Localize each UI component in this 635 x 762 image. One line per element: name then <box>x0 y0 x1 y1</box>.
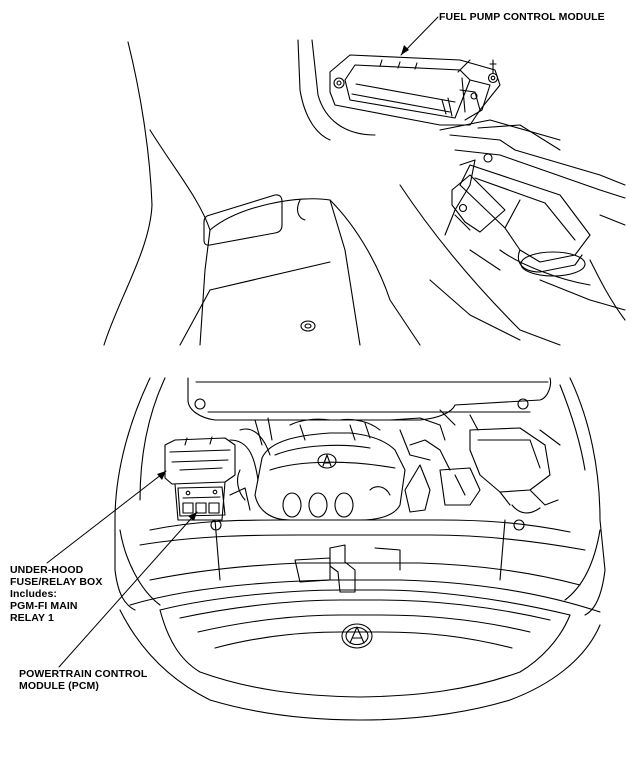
label-fuel-pump-control-module: FUEL PUMP CONTROL MODULE <box>439 11 605 23</box>
label-uhfrb-line1: UNDER-HOOD <box>10 564 84 576</box>
engine-bay-details <box>229 409 561 514</box>
leader-line-pcm <box>58 511 198 668</box>
engine-cover <box>254 432 406 521</box>
label-uhfrb-line3: Includes: <box>10 588 57 600</box>
fuel-pump-control-module <box>329 54 501 126</box>
label-uhfrb-line2: FUSE/RELAY BOX <box>10 576 103 588</box>
leader-arrow-pcm <box>188 512 197 521</box>
label-uhfrb-line5: RELAY 1 <box>10 612 54 624</box>
leader-arrow-uhfrb <box>157 471 166 480</box>
powertrain-control-module <box>177 486 226 517</box>
acura-emblem <box>341 623 373 649</box>
label-fpcm-text: FUEL PUMP CONTROL MODULE <box>439 11 605 23</box>
label-pcm-line2: MODULE (PCM) <box>19 680 99 692</box>
top-view-underbody <box>103 39 626 346</box>
label-pcm-line1: POWERTRAIN CONTROL <box>19 668 148 680</box>
label-under-hood-fuse-relay-box: UNDER-HOOD FUSE/RELAY BOX Includes: PGM-… <box>10 564 102 624</box>
label-uhfrb-line4: PGM-FI MAIN <box>10 600 78 612</box>
engine-bay-view <box>114 377 606 721</box>
leader-line-uhfrb <box>46 470 167 564</box>
label-powertrain-control-module: POWERTRAIN CONTROL MODULE (PCM) <box>19 668 147 692</box>
leader-arrow-fpcm <box>401 45 409 55</box>
